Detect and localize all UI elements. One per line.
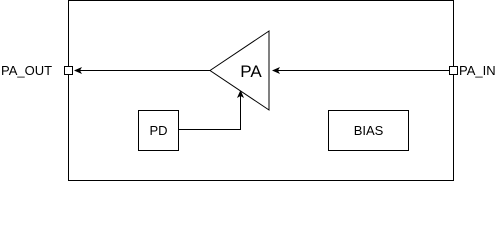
detector-feedback-line [179,90,244,130]
detector-label: PD [149,123,167,138]
bias-label: BIAS [354,123,384,138]
amplifier-label: PA [240,62,262,81]
pa-block-diagram: PA PD BIAS PA_OUT PA_IN [1,0,496,181]
output-port-label: PA_OUT [1,63,52,78]
input-port-label: PA_IN [459,63,496,78]
output-port [64,66,73,75]
input-port [449,66,458,75]
bias-block [328,110,409,151]
detector-block [138,110,179,151]
amplifier-triangle [209,30,270,111]
